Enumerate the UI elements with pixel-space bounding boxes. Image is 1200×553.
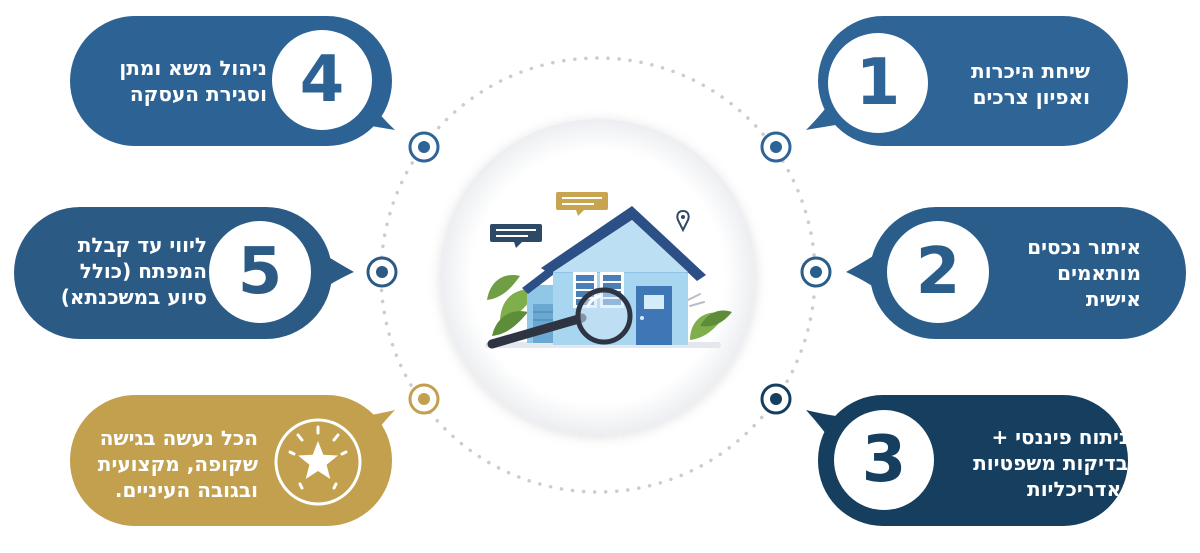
step-4-number: 4 xyxy=(299,43,345,117)
step-5-number: 5 xyxy=(237,235,283,309)
step-5-line-1: ליווי עד קבלת xyxy=(77,233,207,257)
step-5-bubble xyxy=(14,207,354,339)
step-2-number: 2 xyxy=(915,235,961,309)
step-4-line-1: ניהול משא ומתן xyxy=(119,56,267,80)
step-1-line-1: שיחת היכרות xyxy=(971,59,1090,83)
star-icon xyxy=(288,425,348,490)
step-3-number: 3 xyxy=(861,423,907,497)
step-3-text: ניתוח פיננסי + בדיקות משפטיות ואדריכליות xyxy=(973,424,1128,502)
orbit-marker-step-2 xyxy=(800,256,832,288)
step-1-number: 1 xyxy=(855,46,901,120)
step-3-line-3: ואדריכליות xyxy=(1027,477,1128,501)
summary-line-1: הכל נעשה בגישה xyxy=(99,426,258,450)
step-2-line-1: איתור נכסים xyxy=(1027,235,1141,259)
step-3-bubble xyxy=(806,395,1128,526)
orbit-marker-step-5 xyxy=(366,256,398,288)
step-2-line-2: מותאמים xyxy=(1057,261,1141,285)
orbit-marker-step-1 xyxy=(760,131,792,163)
step-5-line-3: סיוע במשכנתא) xyxy=(60,285,207,309)
summary-line-2: שקופה, מקצועית xyxy=(97,452,258,476)
step-1-text: שיחת היכרות ואפיון צרכים xyxy=(971,58,1090,110)
step-3-line-1: ניתוח פיננסי + xyxy=(991,425,1128,449)
summary-line-3: ובגובה העיניים. xyxy=(114,478,258,502)
house-magnifier-icon xyxy=(485,192,732,349)
orbit-marker-summary xyxy=(408,383,440,415)
summary-text: הכל נעשה בגישה שקופה, מקצועית ובגובה העי… xyxy=(98,425,258,503)
step-1-bubble xyxy=(806,16,1128,146)
summary-bubble xyxy=(70,395,395,526)
orbit-marker-step-3 xyxy=(760,383,792,415)
step-4-text: ניהול משא ומתן וסגירת העסקה xyxy=(119,55,267,107)
step-5-line-2: המפתח (כולל xyxy=(79,259,207,283)
step-4-bubble xyxy=(70,16,395,146)
step-2-line-3: אישית xyxy=(1085,287,1141,311)
step-2-bubble xyxy=(846,207,1186,339)
step-2-text: איתור נכסים מותאמים אישית xyxy=(1027,234,1141,312)
step-5-text: ליווי עד קבלת המפתח (כולל סיוע במשכנתא) xyxy=(61,232,207,310)
step-3-line-2: בדיקות משפטיות xyxy=(973,451,1128,475)
step-4-line-2: וסגירת העסקה xyxy=(129,82,267,106)
step-1-line-2: ואפיון צרכים xyxy=(972,85,1090,109)
orbit-marker-step-4 xyxy=(408,131,440,163)
